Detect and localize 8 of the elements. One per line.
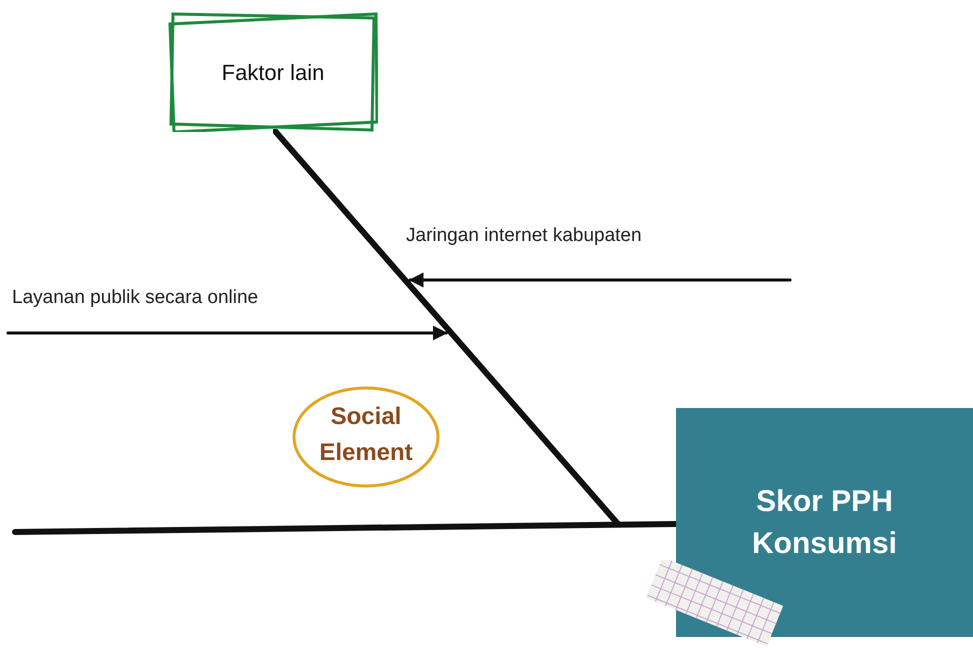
sketch-box — [168, 12, 378, 132]
arrow — [408, 272, 792, 288]
edge-label: Layanan publik secara online — [12, 286, 258, 310]
edge-label: Jaringan internet kabupaten — [406, 224, 642, 248]
arrow — [6, 326, 448, 340]
box-label: Faktor lain — [222, 58, 324, 86]
circled-text: Social Element — [318, 402, 414, 468]
box-label: Skor PPH Konsumsi — [750, 484, 898, 562]
